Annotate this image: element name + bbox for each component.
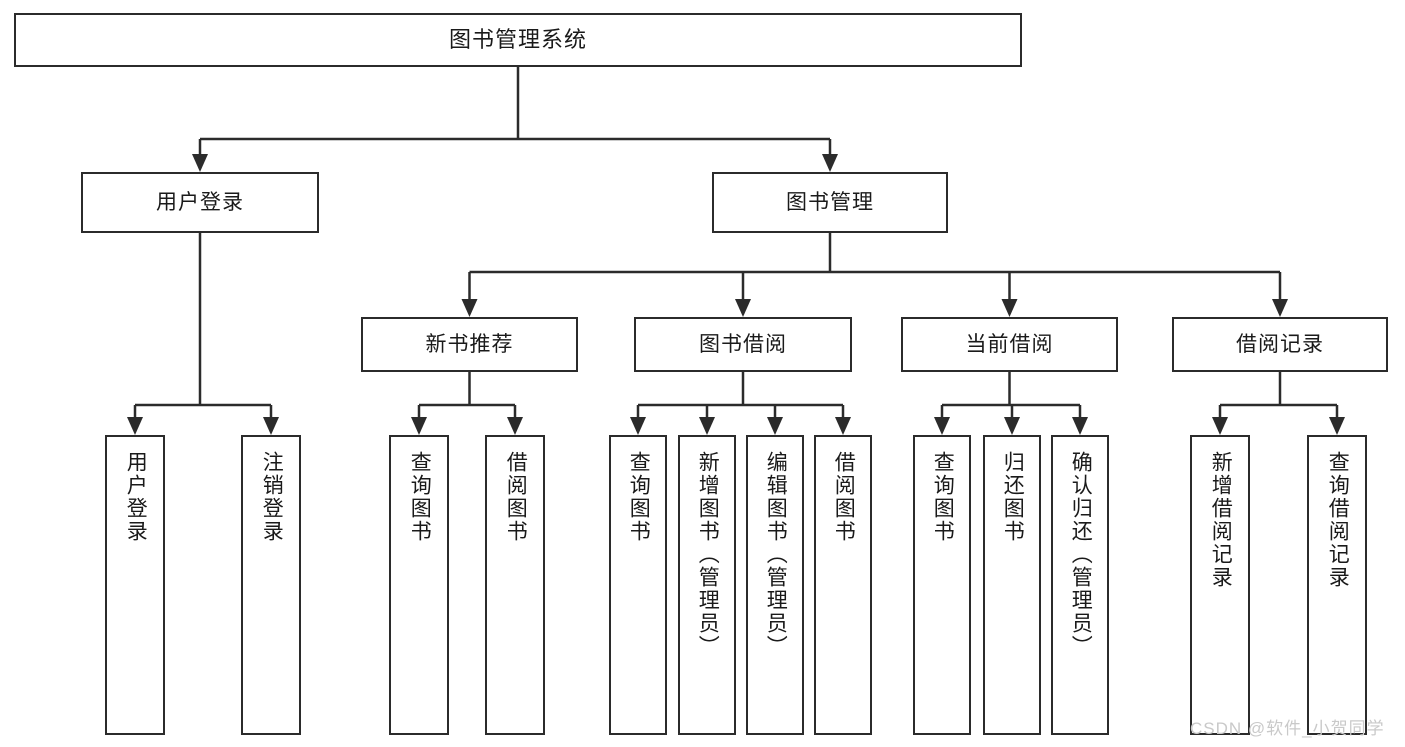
node-leaf-5[interactable]: 查询图书 [609,435,667,735]
arrowhead [767,417,783,435]
node-leaf-1[interactable]: 用户登录 [105,435,165,735]
arrowhead [934,417,950,435]
node-bookmgmt[interactable]: 图书管理 [712,172,948,233]
node-leaf-12[interactable]: 新增借阅记录 [1190,435,1250,735]
node-label: 新增图书（管理员） [696,451,720,658]
node-leaf-11[interactable]: 确认归还（管理员） [1051,435,1109,735]
arrowhead [507,417,523,435]
arrowhead [1004,417,1020,435]
node-leaf-7[interactable]: 编辑图书（管理员） [746,435,804,735]
arrowhead [822,154,838,172]
node-current[interactable]: 当前借阅 [901,317,1118,372]
node-leaf-4[interactable]: 借阅图书 [485,435,545,735]
node-label: 归还图书 [1001,451,1025,543]
node-label: 图书借阅 [699,332,787,356]
node-label: 查询图书 [408,451,432,543]
node-label: 用户登录 [156,190,244,214]
node-leaf-6[interactable]: 新增图书（管理员） [678,435,736,735]
node-label: 借阅记录 [1236,332,1324,356]
arrowhead [1212,417,1228,435]
node-label: 查询借阅记录 [1326,451,1350,589]
node-label: 借阅图书 [832,451,856,543]
arrowhead [263,417,279,435]
node-leaf-10[interactable]: 归还图书 [983,435,1041,735]
node-leaf-9[interactable]: 查询图书 [913,435,971,735]
node-borrow[interactable]: 图书借阅 [634,317,852,372]
node-login[interactable]: 用户登录 [81,172,319,233]
node-leaf-13[interactable]: 查询借阅记录 [1307,435,1367,735]
node-label: 注销登录 [260,451,284,543]
node-label: 图书管理 [786,190,874,214]
arrowhead [735,299,751,317]
arrowhead [1072,417,1088,435]
arrowhead [192,154,208,172]
node-leaf-2[interactable]: 注销登录 [241,435,301,735]
node-label: 确认归还（管理员） [1069,451,1093,658]
arrowhead [127,417,143,435]
node-records[interactable]: 借阅记录 [1172,317,1388,372]
node-label: 用户登录 [124,451,148,543]
arrowhead [835,417,851,435]
arrowhead [1272,299,1288,317]
node-newbook[interactable]: 新书推荐 [361,317,578,372]
node-label: 查询图书 [931,451,955,543]
arrowhead [1001,299,1018,317]
node-label: 新增借阅记录 [1209,451,1233,589]
node-label: 新书推荐 [425,332,514,356]
arrowhead [1329,417,1345,435]
arrowhead [411,417,427,435]
arrowhead [461,299,478,317]
node-label: 借阅图书 [504,451,528,543]
node-leaf-3[interactable]: 查询图书 [389,435,449,735]
node-label: 查询图书 [627,451,651,543]
arrowhead [699,417,715,435]
arrowhead [630,417,646,435]
node-leaf-8[interactable]: 借阅图书 [814,435,872,735]
node-label: 当前借阅 [965,332,1054,356]
node-root[interactable]: 图书管理系统 [14,13,1022,67]
node-label: 图书管理系统 [448,26,587,52]
node-label: 编辑图书（管理员） [764,451,788,658]
